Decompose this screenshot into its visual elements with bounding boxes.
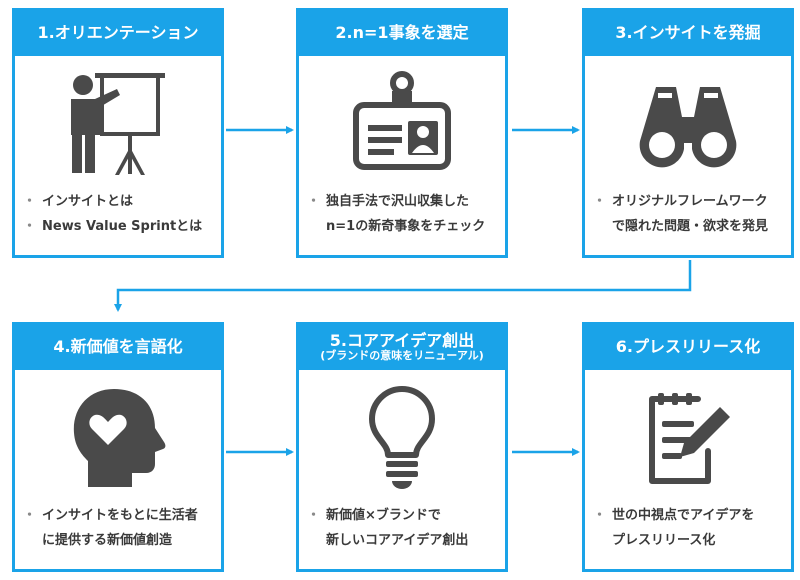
description-line: ・インサイトとは [23, 194, 134, 209]
step-description: ・インサイトとは ・News Value Sprintとは [23, 189, 217, 239]
step-card-3: 3.インサイトを発掘 ・オリジナルフレームワーク で隠れた問題・欲求を発見 [582, 8, 794, 258]
description-line: で隠れた問題・欲求を発見 [612, 219, 769, 234]
description-line: ・オリジナルフレームワーク [593, 194, 768, 209]
step-title: 6.プレスリリース化 [615, 337, 761, 357]
step-card-4: 4.新価値を言語化 ・インサイトをもとに生活者 に提供する新価値創造 [12, 322, 224, 572]
id-badge-icon [299, 63, 505, 185]
step-header: 6.プレスリリース化 [585, 325, 791, 370]
step-description: ・新価値×ブランドで 新しいコアアイデア創出 [307, 503, 501, 553]
step-card-5: 5.コアアイデア創出 (ブランドの意味をリニューアル) ・新価値×ブランドで 新… [296, 322, 508, 572]
step-card-6: 6.プレスリリース化 ・世の中視点でアイデアを プレスリリース化 [582, 322, 794, 572]
step-header: 5.コアアイデア創出 (ブランドの意味をリニューアル) [299, 325, 505, 370]
step-card-2: 2.n=1事象を選定 ・独自手法で沢山収集した n=1の新奇事象をチェック [296, 8, 508, 258]
step-header: 2.n=1事象を選定 [299, 11, 505, 56]
step-title: 1.オリエンテーション [37, 23, 199, 43]
step-description: ・インサイトをもとに生活者 に提供する新価値創造 [23, 503, 217, 553]
step-header: 4.新価値を言語化 [15, 325, 221, 370]
head-heart-icon [15, 377, 221, 499]
description-line: ・インサイトをもとに生活者 [23, 508, 198, 523]
arrow-3-4 [114, 260, 692, 312]
step-description: ・世の中視点でアイデアを プレスリリース化 [593, 503, 787, 553]
description-line: ・News Value Sprintとは [23, 219, 203, 234]
step-title: 3.インサイトを発掘 [615, 23, 761, 43]
step-title: 4.新価値を言語化 [53, 337, 183, 357]
description-line: ・独自手法で沢山収集した [307, 194, 470, 209]
description-line: n=1の新奇事象をチェック [326, 219, 486, 234]
description-line: ・世の中視点でアイデアを [593, 508, 755, 523]
presentation-icon [15, 63, 221, 185]
step-title: 5.コアアイデア創出 [329, 330, 475, 350]
description-line: ・新価値×ブランドで [307, 508, 441, 523]
step-subtitle: (ブランドの意味をリニューアル) [320, 349, 484, 363]
step-header: 1.オリエンテーション [15, 11, 221, 56]
step-title: 2.n=1事象を選定 [335, 23, 469, 43]
step-card-1: 1.オリエンテーション ・インサイトとは ・News Value Sprintと… [12, 8, 224, 258]
step-description: ・独自手法で沢山収集した n=1の新奇事象をチェック [307, 189, 501, 239]
step-header: 3.インサイトを発掘 [585, 11, 791, 56]
document-pen-icon [585, 377, 791, 499]
description-line: プレスリリース化 [612, 533, 716, 548]
lightbulb-icon [299, 377, 505, 499]
step-description: ・オリジナルフレームワーク で隠れた問題・欲求を発見 [593, 189, 787, 239]
description-line: 新しいコアアイデア創出 [326, 533, 469, 548]
description-line: に提供する新価値創造 [42, 533, 173, 548]
binoculars-icon [585, 63, 791, 185]
